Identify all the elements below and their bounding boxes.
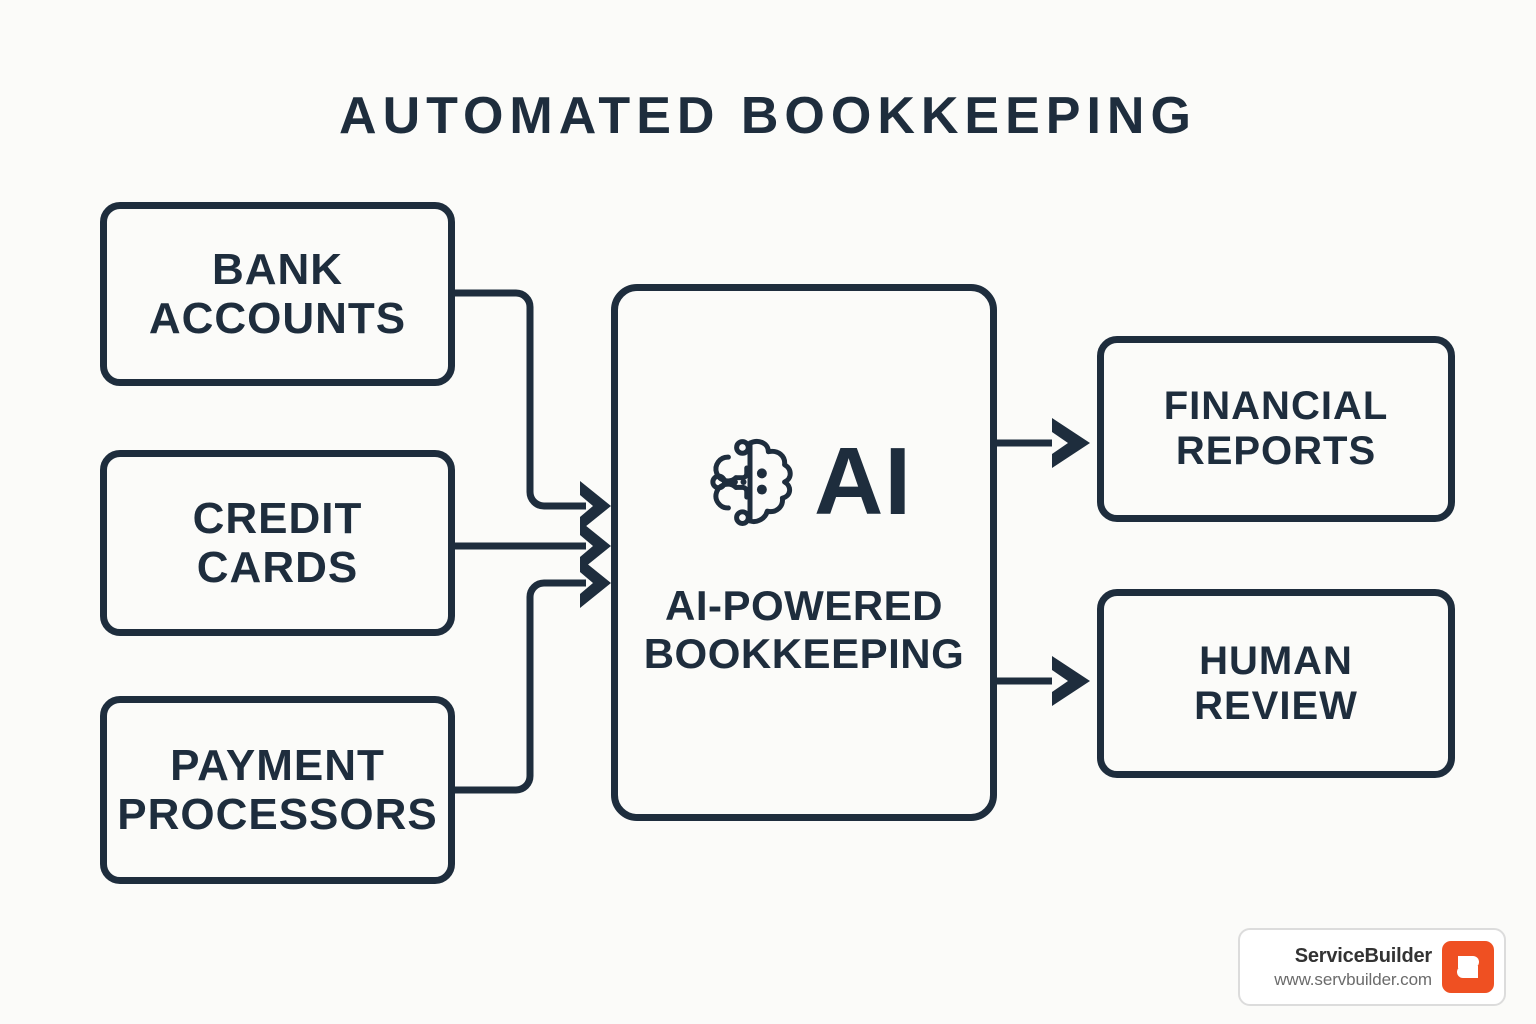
node-credit-cards-line1: CREDIT <box>192 493 363 543</box>
node-human-review-line2: REVIEW <box>1194 683 1358 728</box>
node-payment-processors-line1: PAYMENT <box>170 740 385 790</box>
logo-website-url: www.servbuilder.com <box>1274 969 1432 989</box>
ai-letters: AI <box>814 428 912 536</box>
node-bank-accounts-line2: ACCOUNTS <box>148 294 407 343</box>
page-title: AUTOMATED BOOKKEEPING <box>339 87 1197 145</box>
node-bank-accounts[interactable]: BANK ACCOUNTS <box>100 202 455 386</box>
logo-text-group: ServiceBuilder www.servbuilder.com <box>1274 944 1432 990</box>
servicebuilder-logo-icon <box>1442 941 1494 993</box>
node-credit-cards[interactable]: CREDIT CARDS <box>100 450 455 636</box>
node-ai-powered-bookkeeping[interactable]: AI AI-POWERED BOOKKEEPING <box>611 284 997 821</box>
node-human-review[interactable]: HUMAN REVIEW <box>1097 589 1455 778</box>
node-credit-cards-line2: CARDS <box>196 543 359 592</box>
node-financial-reports-line1: FINANCIAL <box>1163 384 1389 429</box>
node-ai-caption-line1: AI-POWERED <box>665 582 943 630</box>
node-financial-reports[interactable]: FINANCIAL REPORTS <box>1097 336 1455 522</box>
ai-brain-icon <box>710 439 793 527</box>
node-payment-processors-line2: PROCESSORS <box>117 790 438 839</box>
node-ai-caption-line2: BOOKKEEPING <box>643 629 965 677</box>
node-bank-accounts-line1: BANK <box>211 244 344 294</box>
node-financial-reports-line2: REPORTS <box>1175 429 1377 473</box>
node-human-review-line1: HUMAN <box>1199 638 1353 683</box>
logo-brand-name: ServiceBuilder <box>1294 944 1432 967</box>
servicebuilder-watermark[interactable]: ServiceBuilder www.servbuilder.com <box>1238 928 1506 1006</box>
ai-logo-group: AI <box>696 428 912 536</box>
node-payment-processors[interactable]: PAYMENT PROCESSORS <box>100 696 455 884</box>
